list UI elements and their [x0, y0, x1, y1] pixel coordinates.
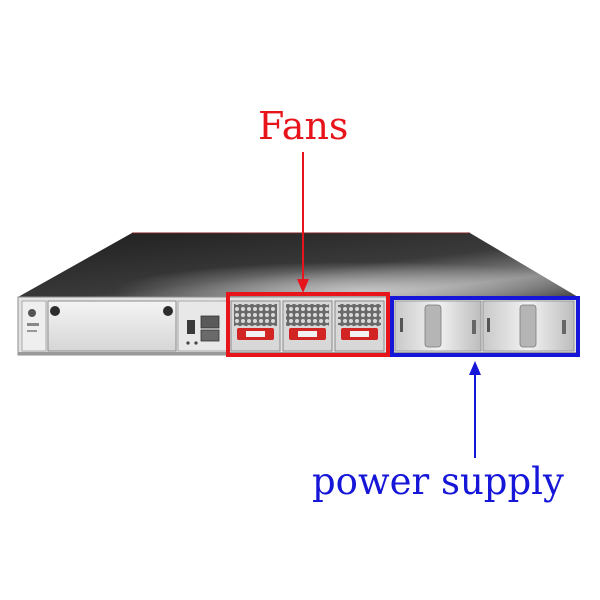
fan-module-1 [230, 300, 281, 352]
mgmt-port-icon [200, 329, 220, 342]
thumbscrew-left-icon [50, 306, 60, 316]
chassis-top-sheen [18, 233, 578, 297]
psu-handle-icon [519, 304, 537, 348]
psu-module-1 [394, 300, 482, 352]
fan-module-3 [334, 300, 385, 352]
power-supply-label: power supply [312, 460, 564, 503]
fan-module-2 [282, 300, 333, 352]
ground-screw-icon [28, 309, 36, 317]
thumbscrew-right-icon [163, 306, 173, 316]
ground-label-2 [27, 330, 37, 332]
status-led-2-icon [194, 341, 198, 345]
ground-label [27, 323, 39, 326]
expansion-slot-cover [47, 300, 177, 352]
power-supply-highlight-box [390, 296, 580, 357]
psu-handle-icon [424, 304, 442, 348]
usb-port-icon [187, 320, 195, 334]
psu-module-2 [482, 300, 575, 352]
fans-label: Fans [258, 104, 349, 148]
status-led-icon [186, 341, 190, 345]
fans-arrowhead-icon [297, 279, 309, 293]
console-port-icon [200, 315, 220, 329]
power-supply-arrowhead-icon [469, 361, 481, 375]
fans-highlight-box [226, 292, 390, 357]
